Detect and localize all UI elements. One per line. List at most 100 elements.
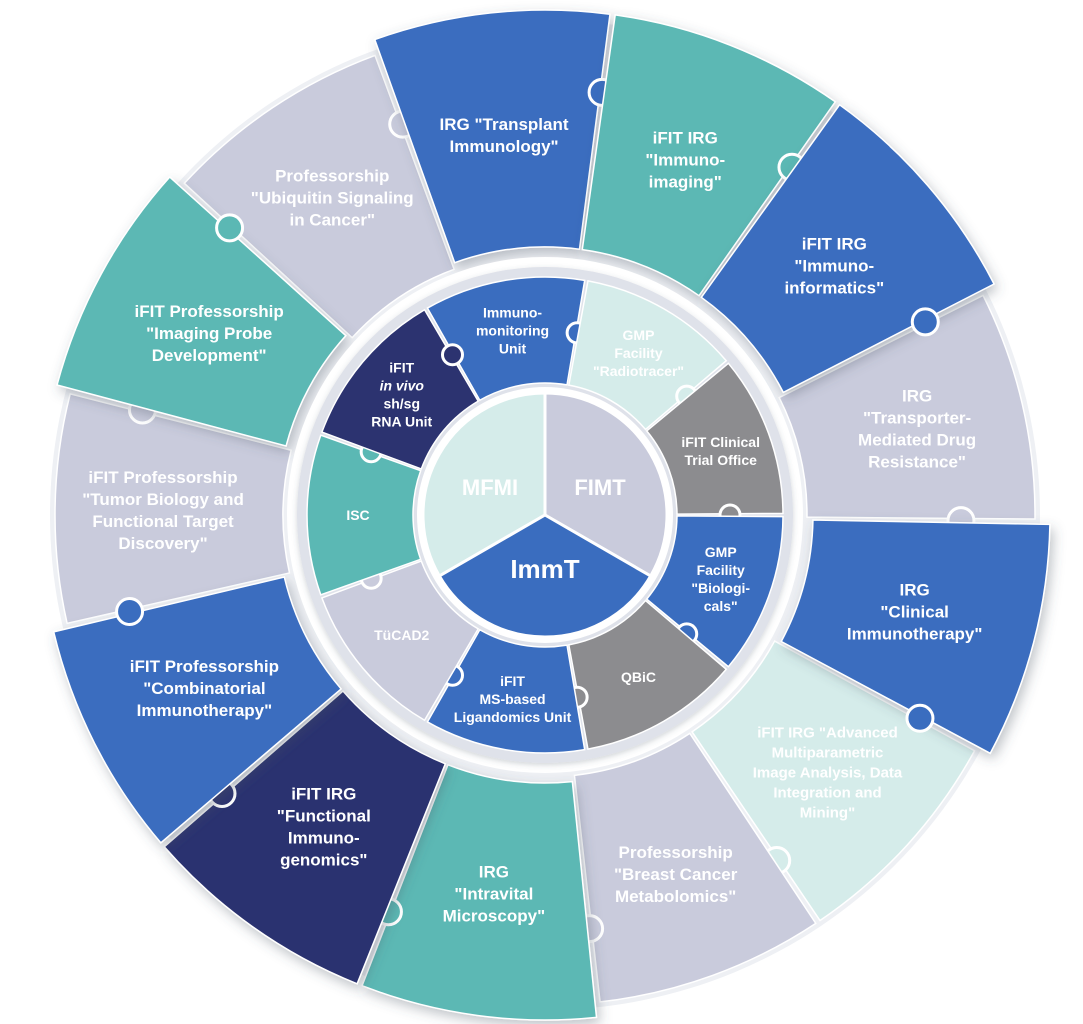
middle-label-gmp-radiotracer: GMP Facility "Radiotracer" [593, 327, 684, 379]
outer-segment-immunoinformatics[interactable]: iFIT IRG"Immuno-informatics" [700, 103, 996, 394]
puzzle-knob-icon [441, 343, 464, 367]
outer-label-breast-cancer-metabolomics-line: Metabolomics" [615, 887, 736, 906]
outer-segment-shape [373, 9, 611, 264]
middle-segment-shape [645, 362, 784, 515]
center-label-fimt: FIMT [574, 475, 626, 500]
center-segment-shape [421, 391, 547, 579]
outer-segment-shape [56, 175, 347, 447]
middle-label-invivo-rna-line: iFIT [389, 360, 414, 376]
middle-label-gmp-radiotracer-line: GMP [623, 327, 655, 343]
middle-label-tucad2: TüCAD2 [374, 627, 429, 643]
middle-segment-shape [426, 628, 586, 754]
outer-segment-shape [581, 14, 837, 297]
middle-label-immunomonitoring-line: Unit [499, 341, 527, 357]
puzzle-knob-icon [115, 596, 145, 626]
outer-label-immunoimaging: iFIT IRG "Immuno-imaging" [645, 129, 725, 192]
center-segment-fimt[interactable]: FIMT [543, 391, 669, 579]
outer-label-combinatorial-immunotherapy-line: iFIT Professorship [130, 657, 279, 676]
middle-label-isc: ISC [346, 507, 369, 523]
middle-label-qbic-line: QBiC [621, 669, 656, 685]
outer-label-immunoimaging-line: "Immuno- [645, 151, 725, 170]
middle-label-qbic: QBiC [621, 669, 656, 685]
outer-label-combinatorial-immunotherapy-line: "Combinatorial [143, 679, 265, 698]
outer-segment-shape [573, 732, 817, 1003]
outer-segment-shape [778, 294, 1036, 520]
outer-segment-shape [163, 690, 447, 985]
outer-label-transporter-drug-resistance-line: Resistance" [868, 453, 966, 472]
outer-segment-shape [183, 54, 456, 339]
middle-label-clinical-trial-office-line: Trial Office [685, 452, 758, 468]
outer-label-immunoimaging-line: iFIT IRG [653, 129, 718, 148]
outer-label-ubiquitin-signaling-line: "Ubiquitin Signaling [251, 189, 414, 208]
middle-segment-gmp-biologicals[interactable]: GMP Facility "Biologi-cals" [645, 515, 784, 668]
middle-label-ligandomics-line: MS-based [479, 691, 545, 707]
outer-segment-ubiquitin-signaling[interactable]: Professorship "Ubiquitin Signaling in Canc… [183, 54, 456, 339]
puzzle-knob-icon [910, 307, 940, 337]
outer-segment-shape [361, 763, 598, 1021]
outer-label-advanced-image-analysis-line: Mining" [800, 804, 855, 821]
middle-label-gmp-biologicals-line: "Biologi- [691, 580, 750, 596]
outer-segment-shape [780, 519, 1051, 755]
outer-label-immunoinformatics-line: informatics" [784, 278, 884, 297]
middle-segment-shape [426, 276, 586, 402]
middle-label-invivo-rna-line: in vivo [380, 378, 425, 394]
middle-label-ligandomics-line: Ligandomics Unit [454, 709, 572, 725]
outer-label-transporter-drug-resistance-line: IRG [902, 387, 932, 406]
outer-segment-shape [54, 392, 293, 625]
middle-label-isc-line: ISC [346, 507, 369, 523]
middle-label-tucad2-line: TüCAD2 [374, 627, 429, 643]
outer-label-functional-immunogenomics-line: "Functional [277, 806, 371, 825]
outer-label-imaging-probe-development-line: Development" [152, 346, 267, 365]
center-label-immt: ImmT [510, 554, 579, 584]
outer-label-ubiquitin-signaling-line: in Cancer" [289, 211, 375, 230]
outer-label-functional-immunogenomics-line: iFIT IRG [291, 784, 356, 803]
outer-label-ubiquitin-signaling-line: Professorship [275, 167, 389, 186]
middle-label-gmp-radiotracer-line: Facility [614, 345, 662, 361]
outer-label-transporter-drug-resistance-line: "Transporter- [863, 409, 971, 428]
center-circle: MFMI FIMT ImmT [417, 387, 673, 643]
center-segment-immt[interactable]: ImmT [437, 513, 653, 639]
middle-label-invivo-rna-line: sh/sg [383, 396, 420, 412]
outer-label-tumor-biology-line: Discovery" [118, 534, 207, 553]
outer-label-functional-immunogenomics-line: Immuno- [288, 828, 360, 847]
outer-label-clinical-immunotherapy-line: IRG [900, 580, 930, 599]
middle-label-gmp-biologicals-line: GMP [705, 544, 737, 560]
outer-label-tumor-biology-line: "Tumor Biology and [82, 490, 244, 509]
outer-label-transplant-immunology-line: IRG "Transplant [440, 115, 569, 134]
outer-label-advanced-image-analysis-line: Image Analysis, Data [753, 764, 903, 781]
outer-label-immunoimaging-line: imaging" [649, 173, 722, 192]
middle-segment-shape [320, 308, 480, 470]
outer-label-imaging-probe-development-line: "Imaging Probe [146, 324, 272, 343]
outer-label-breast-cancer-metabolomics-line: "Breast Cancer [614, 865, 738, 884]
middle-segment-shape [567, 599, 728, 750]
center-segment-mfmi[interactable]: MFMI [421, 391, 547, 579]
outer-label-tumor-biology-line: Functional Target [92, 512, 234, 531]
middle-label-gmp-radiotracer-line: "Radiotracer" [593, 363, 684, 379]
outer-segment-immunoimaging[interactable]: iFIT IRG "Immuno-imaging" [581, 14, 837, 297]
outer-label-transporter-drug-resistance-line: Mediated Drug [858, 431, 976, 450]
middle-label-gmp-biologicals-line: cals" [704, 598, 738, 614]
middle-label-gmp-biologicals-line: Facility [697, 562, 745, 578]
middle-label-immunomonitoring-line: Immuno- [483, 305, 542, 321]
